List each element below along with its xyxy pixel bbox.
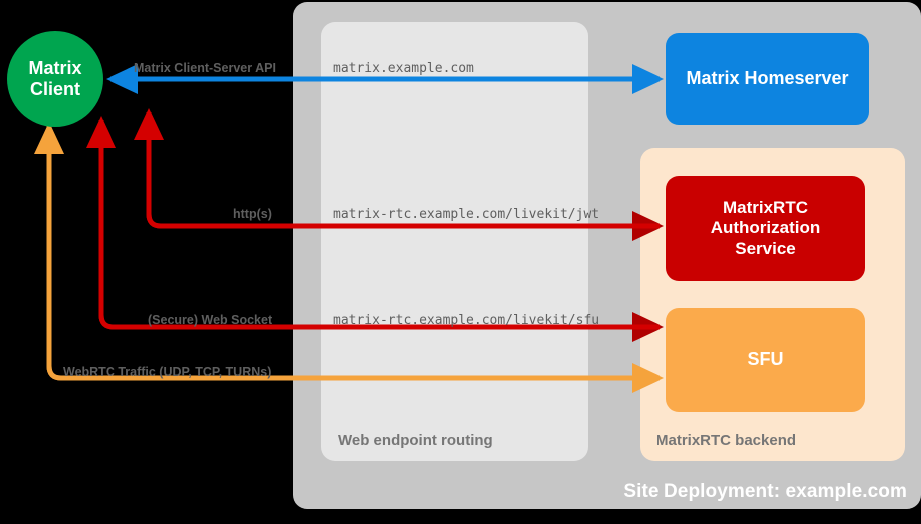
node-matrixrtc-authorization-service[interactable]: MatrixRTC Authorization Service xyxy=(666,176,865,281)
edge-label-cs-api-protocol: Matrix Client-Server API xyxy=(134,61,276,75)
edge-label-jwt-endpoint: matrix-rtc.example.com/livekit/jwt xyxy=(333,207,600,222)
edge-jwt-arrow-in xyxy=(134,107,660,229)
edge-webrtc-arrow-out xyxy=(46,126,665,393)
edge-label-webrtc-protocol: WebRTC Traffic (UDP, TCP, TURNs) xyxy=(63,365,272,379)
node-auth-line2: Authorization xyxy=(710,218,821,238)
web-endpoint-routing-label: Web endpoint routing xyxy=(338,432,493,449)
site-deployment-title: Site Deployment: example.com xyxy=(623,481,907,502)
matrixrtc-backend-label: MatrixRTC backend xyxy=(656,432,797,449)
node-auth-line1: MatrixRTC xyxy=(722,197,808,217)
web-endpoint-routing-container: Web endpoint routing xyxy=(321,22,588,461)
node-matrix-client-line2: Client xyxy=(29,79,80,99)
edge-label-websocket-endpoint: matrix-rtc.example.com/livekit/sfu xyxy=(333,313,600,328)
node-matrix-client[interactable]: Matrix Client xyxy=(7,31,103,127)
edge-label-jwt-protocol: http(s) xyxy=(233,207,272,221)
edge-label-cs-api-endpoint: matrix.example.com xyxy=(333,61,474,76)
edge-label-websocket-protocol: (Secure) Web Socket xyxy=(148,313,273,327)
edge-webrtc-arrow-in xyxy=(34,121,660,381)
node-auth-line3: Service xyxy=(735,238,796,258)
edge-websocket-arrow-in xyxy=(86,115,660,330)
node-matrix-homeserver-label: Matrix Homeserver xyxy=(686,68,849,89)
node-sfu-label: SFU xyxy=(747,349,784,370)
node-matrix-client-line1: Matrix xyxy=(28,57,82,78)
node-sfu[interactable]: SFU xyxy=(666,308,865,412)
node-matrix-homeserver[interactable]: Matrix Homeserver xyxy=(666,33,869,125)
